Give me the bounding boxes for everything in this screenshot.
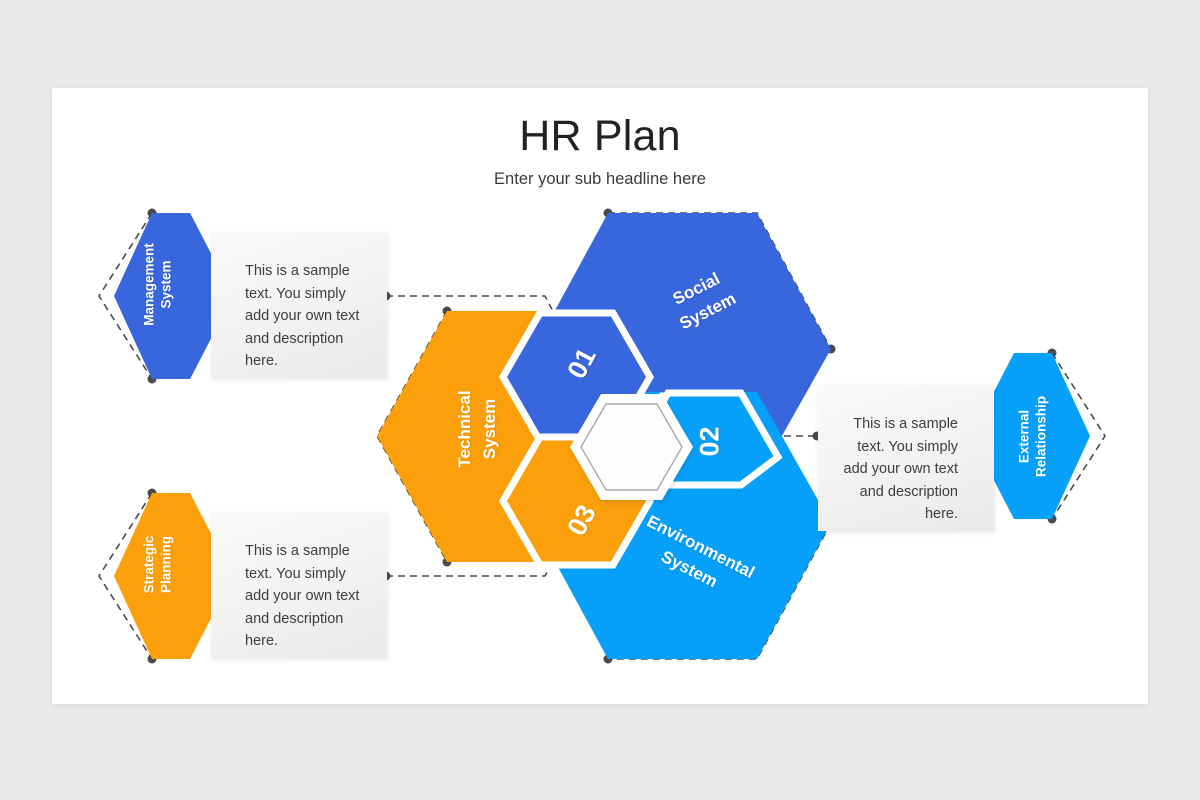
callout-panel-external[interactable]: This is a sample text. You simply add yo…	[818, 385, 994, 531]
callout-label-management: Management System	[141, 243, 174, 326]
callout-panel-strategic[interactable]: This is a sample text. You simply add yo…	[211, 512, 387, 658]
page-subtitle: Enter your sub headline here	[494, 170, 706, 188]
hexagon-number-label-02: 02	[694, 426, 725, 457]
callout-body-management: This is a sample text. You simply add yo…	[245, 263, 360, 369]
hexagon-label-technical: Technical System	[455, 390, 499, 468]
callout-label-strategic: Strategic Planning	[141, 535, 174, 594]
callout-panel-management[interactable]: This is a sample text. You simply add yo…	[211, 232, 387, 378]
callout-label-external: External Relationship	[1016, 396, 1049, 478]
callout-body-external: This is a sample text. You simply add yo…	[843, 416, 958, 522]
callout-body-strategic: This is a sample text. You simply add yo…	[245, 543, 360, 649]
page-title: HR Plan	[519, 112, 681, 160]
